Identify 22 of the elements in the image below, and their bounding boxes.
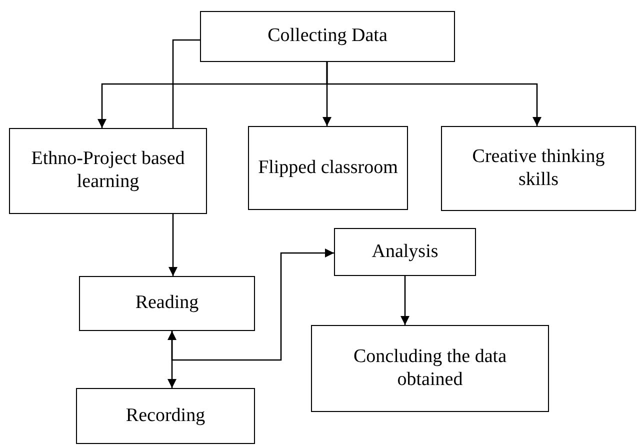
box-label: Collecting Data — [268, 25, 388, 48]
arrow — [168, 214, 178, 276]
box-label: Analysis — [372, 240, 438, 264]
process-box — [441, 126, 636, 211]
process-box — [200, 11, 455, 62]
process-box — [311, 325, 549, 412]
process-box — [248, 126, 408, 210]
arrow — [168, 331, 176, 388]
arrow — [171, 248, 334, 361]
connector-line — [172, 39, 200, 128]
arrow — [326, 62, 542, 126]
box-label: Ethno-Project based learning — [30, 148, 186, 194]
process-box — [79, 276, 255, 331]
box-label: Reading — [135, 292, 199, 315]
box-label: Recording — [126, 404, 206, 428]
box-label: Concluding the data obtained — [352, 346, 508, 392]
box-label: Flipped classroom — [258, 156, 398, 180]
process-box — [9, 128, 207, 214]
process-box — [76, 388, 255, 444]
process-box — [334, 228, 476, 276]
arrow — [400, 276, 410, 325]
box-label: Creative thinking skills — [471, 146, 606, 192]
